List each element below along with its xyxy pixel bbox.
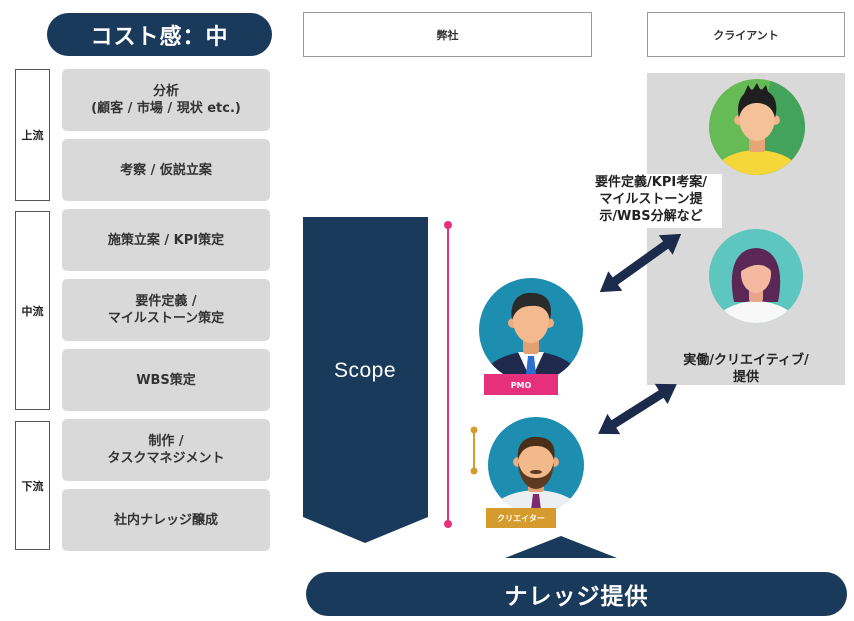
mustache: [530, 470, 542, 474]
arrow-head: [599, 271, 623, 293]
scope-label: Scope: [334, 359, 396, 382]
face: [739, 95, 775, 141]
pmo-range-line: [444, 221, 452, 528]
task-line: 社内ナレッジ醸成: [113, 512, 218, 528]
task-line: 制作 /: [148, 434, 184, 449]
creator-role-tag: クリエイター: [486, 508, 556, 528]
creator-role-label: クリエイター: [497, 513, 545, 523]
task-line: タスクマネジメント: [107, 451, 225, 466]
client-header: クライアント: [647, 12, 845, 57]
range-line-dot: [470, 426, 478, 434]
task-line: 施策立案 / KPI策定: [107, 232, 225, 248]
task-planning-kpi: 施策立案 / KPI策定: [62, 209, 270, 271]
phase-midstream: 中流: [15, 211, 50, 410]
arrow-head: [598, 413, 621, 435]
creator-range-line: [470, 426, 478, 475]
hair: [738, 89, 777, 118]
pmo-role-label: PMO: [511, 381, 532, 390]
company-header: 弊社: [303, 12, 592, 57]
arrow-shaft: [610, 389, 665, 429]
task-internal-knowledge: 社内ナレッジ醸成: [62, 489, 270, 551]
range-line-dot: [470, 467, 478, 475]
note-line: マイルストーン提: [599, 192, 703, 207]
double-arrow-icon: [598, 383, 677, 435]
arrow-head: [658, 233, 682, 255]
note-line: 実働/クリエイティブ/: [683, 353, 809, 368]
client-member-avatar-icon: [709, 229, 803, 323]
task-line: WBS策定: [136, 372, 196, 388]
avatar-figure: [488, 436, 584, 513]
task-hypothesis: 考察 / 仮説立案: [62, 139, 270, 201]
double-arrow-icon: [599, 233, 682, 293]
face: [513, 297, 549, 343]
hair: [511, 292, 552, 320]
creator-avatar-icon: [488, 417, 584, 513]
beard: [518, 462, 554, 489]
range-line-dot: [444, 520, 452, 528]
note-line: 提供: [732, 370, 759, 385]
pmo-role-tag: PMO: [484, 374, 558, 395]
phase-downstream: 下流: [15, 421, 50, 550]
client-lead-avatar-icon: [709, 79, 805, 175]
task-requirements-milestones: 要件定義 / マイルストーン策定: [62, 279, 270, 341]
task-line: 分析: [152, 84, 179, 99]
hair-spikes: [744, 83, 769, 95]
task-line: マイルストーン策定: [107, 311, 225, 326]
phase-upstream: 上流: [15, 69, 50, 201]
cost-level-badge: コスト感：中: [47, 13, 272, 56]
arrow-shaft: [611, 240, 670, 286]
from-client-deliverables: 実働/クリエイティブ/ 提供: [647, 352, 845, 386]
arrow-head: [654, 383, 677, 405]
role-tag-background: [486, 508, 556, 528]
scope-arrow-shape: [303, 217, 428, 543]
to-client-deliverables: 要件定義/KPI考案/ マイルストーン提 示/WBS分解など: [580, 174, 722, 228]
role-tag-background: [484, 374, 558, 395]
note-line: 要件定義/KPI考案/: [595, 175, 707, 190]
knowledge-arrow-tip: [505, 536, 617, 558]
range-line-dot: [444, 221, 452, 229]
task-line: 考察 / 仮説立案: [120, 162, 212, 178]
task-line: 要件定義 /: [135, 294, 197, 309]
knowledge-provision-bar: ナレッジ提供: [306, 572, 847, 616]
face: [518, 439, 554, 481]
note-line: 示/WBS分解など: [599, 209, 703, 224]
task-wbs: WBS策定: [62, 349, 270, 411]
task-line: (顧客 / 市場 / 現状 etc.): [91, 101, 241, 116]
task-analysis: 分析 (顧客 / 市場 / 現状 etc.): [62, 69, 270, 131]
hair-fringe: [739, 251, 773, 272]
task-production-management: 制作 / タスクマネジメント: [62, 419, 270, 481]
hair: [517, 436, 555, 460]
